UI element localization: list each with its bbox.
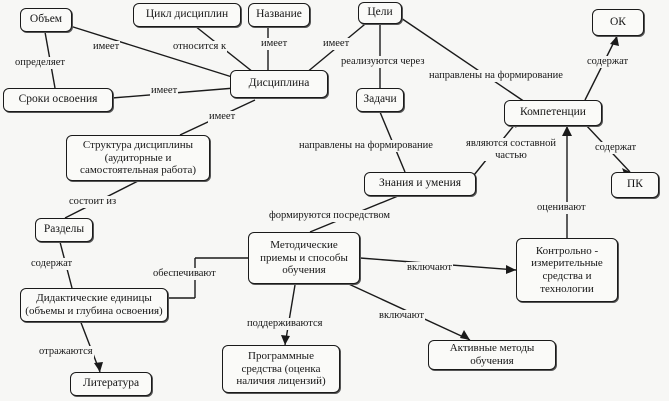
- label-otnositsya: относится к: [172, 41, 228, 53]
- node-zadachi: Задачи: [356, 88, 404, 112]
- label-formiruyutsya: формируются посредством: [268, 210, 392, 222]
- label-imeet-obem: имеет: [92, 41, 121, 53]
- node-nazvanie: Название: [248, 3, 310, 27]
- arrowhead-lit: [94, 362, 103, 372]
- label-soderzhat-ok: содержат: [586, 56, 630, 68]
- edge-celi-komp: [397, 15, 526, 103]
- arrowhead-aktiv: [460, 330, 470, 340]
- node-kompetentsii: Компетенции: [504, 100, 602, 126]
- node-struktura: Структура дисциплины (аудиторные и самос…: [66, 135, 210, 181]
- arrowhead-ok: [610, 36, 619, 46]
- label-obespechivayut: обеспечивают: [152, 268, 217, 280]
- node-razdely: Разделы: [35, 218, 93, 242]
- arrowhead-kontrol: [506, 265, 516, 274]
- node-sroki: Сроки освоения: [3, 88, 113, 112]
- label-vklyuchayut-aktivnye: включают: [378, 310, 425, 322]
- node-kontrol: Контрольно - измерительные средства и те…: [516, 238, 618, 302]
- label-realizuyutsya: реализуются через: [340, 56, 426, 68]
- node-obem: Объем: [20, 8, 72, 32]
- label-imeet-struktura: имеет: [208, 111, 237, 123]
- label-otsenivayut: оценивают: [536, 202, 587, 214]
- label-yavlyayutsya: являются составной частью: [462, 138, 560, 162]
- label-napravleny-znaniya: направлены на формирование: [298, 140, 434, 152]
- arrowhead-komp-up: [562, 126, 572, 136]
- label-napravleny-komp: направлены на формирование: [428, 70, 564, 82]
- node-literatura: Литература: [70, 372, 152, 396]
- label-imeet-celi: имеет: [322, 38, 351, 50]
- label-opredelyaet: определяет: [14, 57, 66, 69]
- arrowhead-program: [281, 335, 290, 345]
- label-sostoit: состоит из: [68, 196, 118, 208]
- edge-metody-program: [284, 284, 296, 346]
- node-programmnye: Программные средства (оценка наличия лиц…: [222, 345, 340, 393]
- node-cikl-distsiplin: Цикл дисциплин: [133, 3, 241, 27]
- label-imeet-sroki: имеет: [150, 85, 179, 97]
- label-soderzhat-pk: содержат: [594, 142, 638, 154]
- node-metody: Методические приемы и способы обучения: [248, 232, 360, 284]
- label-soderzhat-razdely: содержат: [30, 258, 74, 270]
- node-celi: Цели: [358, 2, 402, 24]
- node-ok: ОК: [592, 9, 644, 36]
- label-podderzhivayutsya: поддерживаются: [246, 318, 324, 330]
- edge-disc-obem: [69, 25, 249, 83]
- label-imeet-nazvanie: имеет: [260, 38, 289, 50]
- node-didakticheskie: Дидактические единицы (объемы и глубина …: [20, 288, 168, 322]
- label-vklyuchayut-kontrol: включают: [406, 262, 453, 274]
- node-distsiplina: Дисциплина: [230, 70, 328, 98]
- node-aktivnye: Активные методы обучения: [428, 340, 556, 370]
- label-otrazhayutsya: отражаются: [38, 346, 94, 358]
- edge-komp-ok: [584, 35, 618, 101]
- node-znaniya: Знания и умения: [364, 172, 476, 196]
- node-pk: ПК: [611, 172, 659, 198]
